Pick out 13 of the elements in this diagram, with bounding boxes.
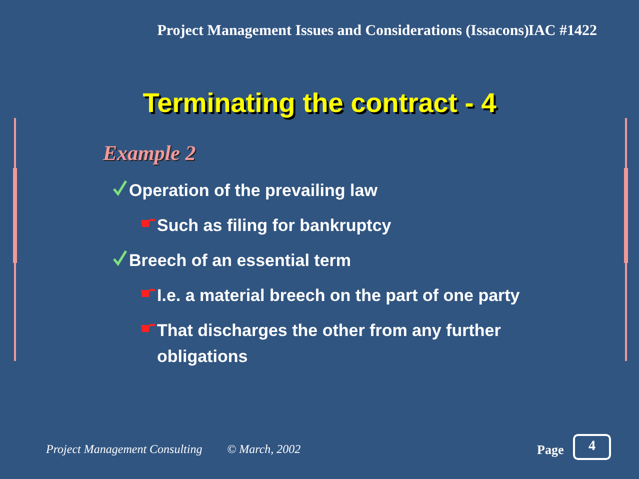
bullet-text: I.e. a material breech on the part of one party — [157, 285, 521, 307]
bullet-text: Breech of an essential term — [129, 250, 352, 272]
slide-title: Terminating the contract - 4 — [142, 88, 498, 119]
page-label: Page — [537, 442, 564, 458]
footer-text: © March, 2002 — [227, 442, 301, 457]
header-text: Project Management Issues and Considerations (Issacons) — [157, 23, 529, 40]
section-heading: Example 2 — [103, 141, 196, 166]
page-number-box: 4 — [573, 434, 611, 460]
bullet-text: That discharges the other from any further obligations — [157, 320, 502, 368]
bullet-text: Operation of the prevailing law — [129, 180, 378, 202]
footer-text: Project Management Consulting — [46, 442, 202, 457]
bullet-text: Such as filing for bankruptcy — [157, 215, 392, 237]
header-code: IAC #1422 — [528, 23, 597, 40]
